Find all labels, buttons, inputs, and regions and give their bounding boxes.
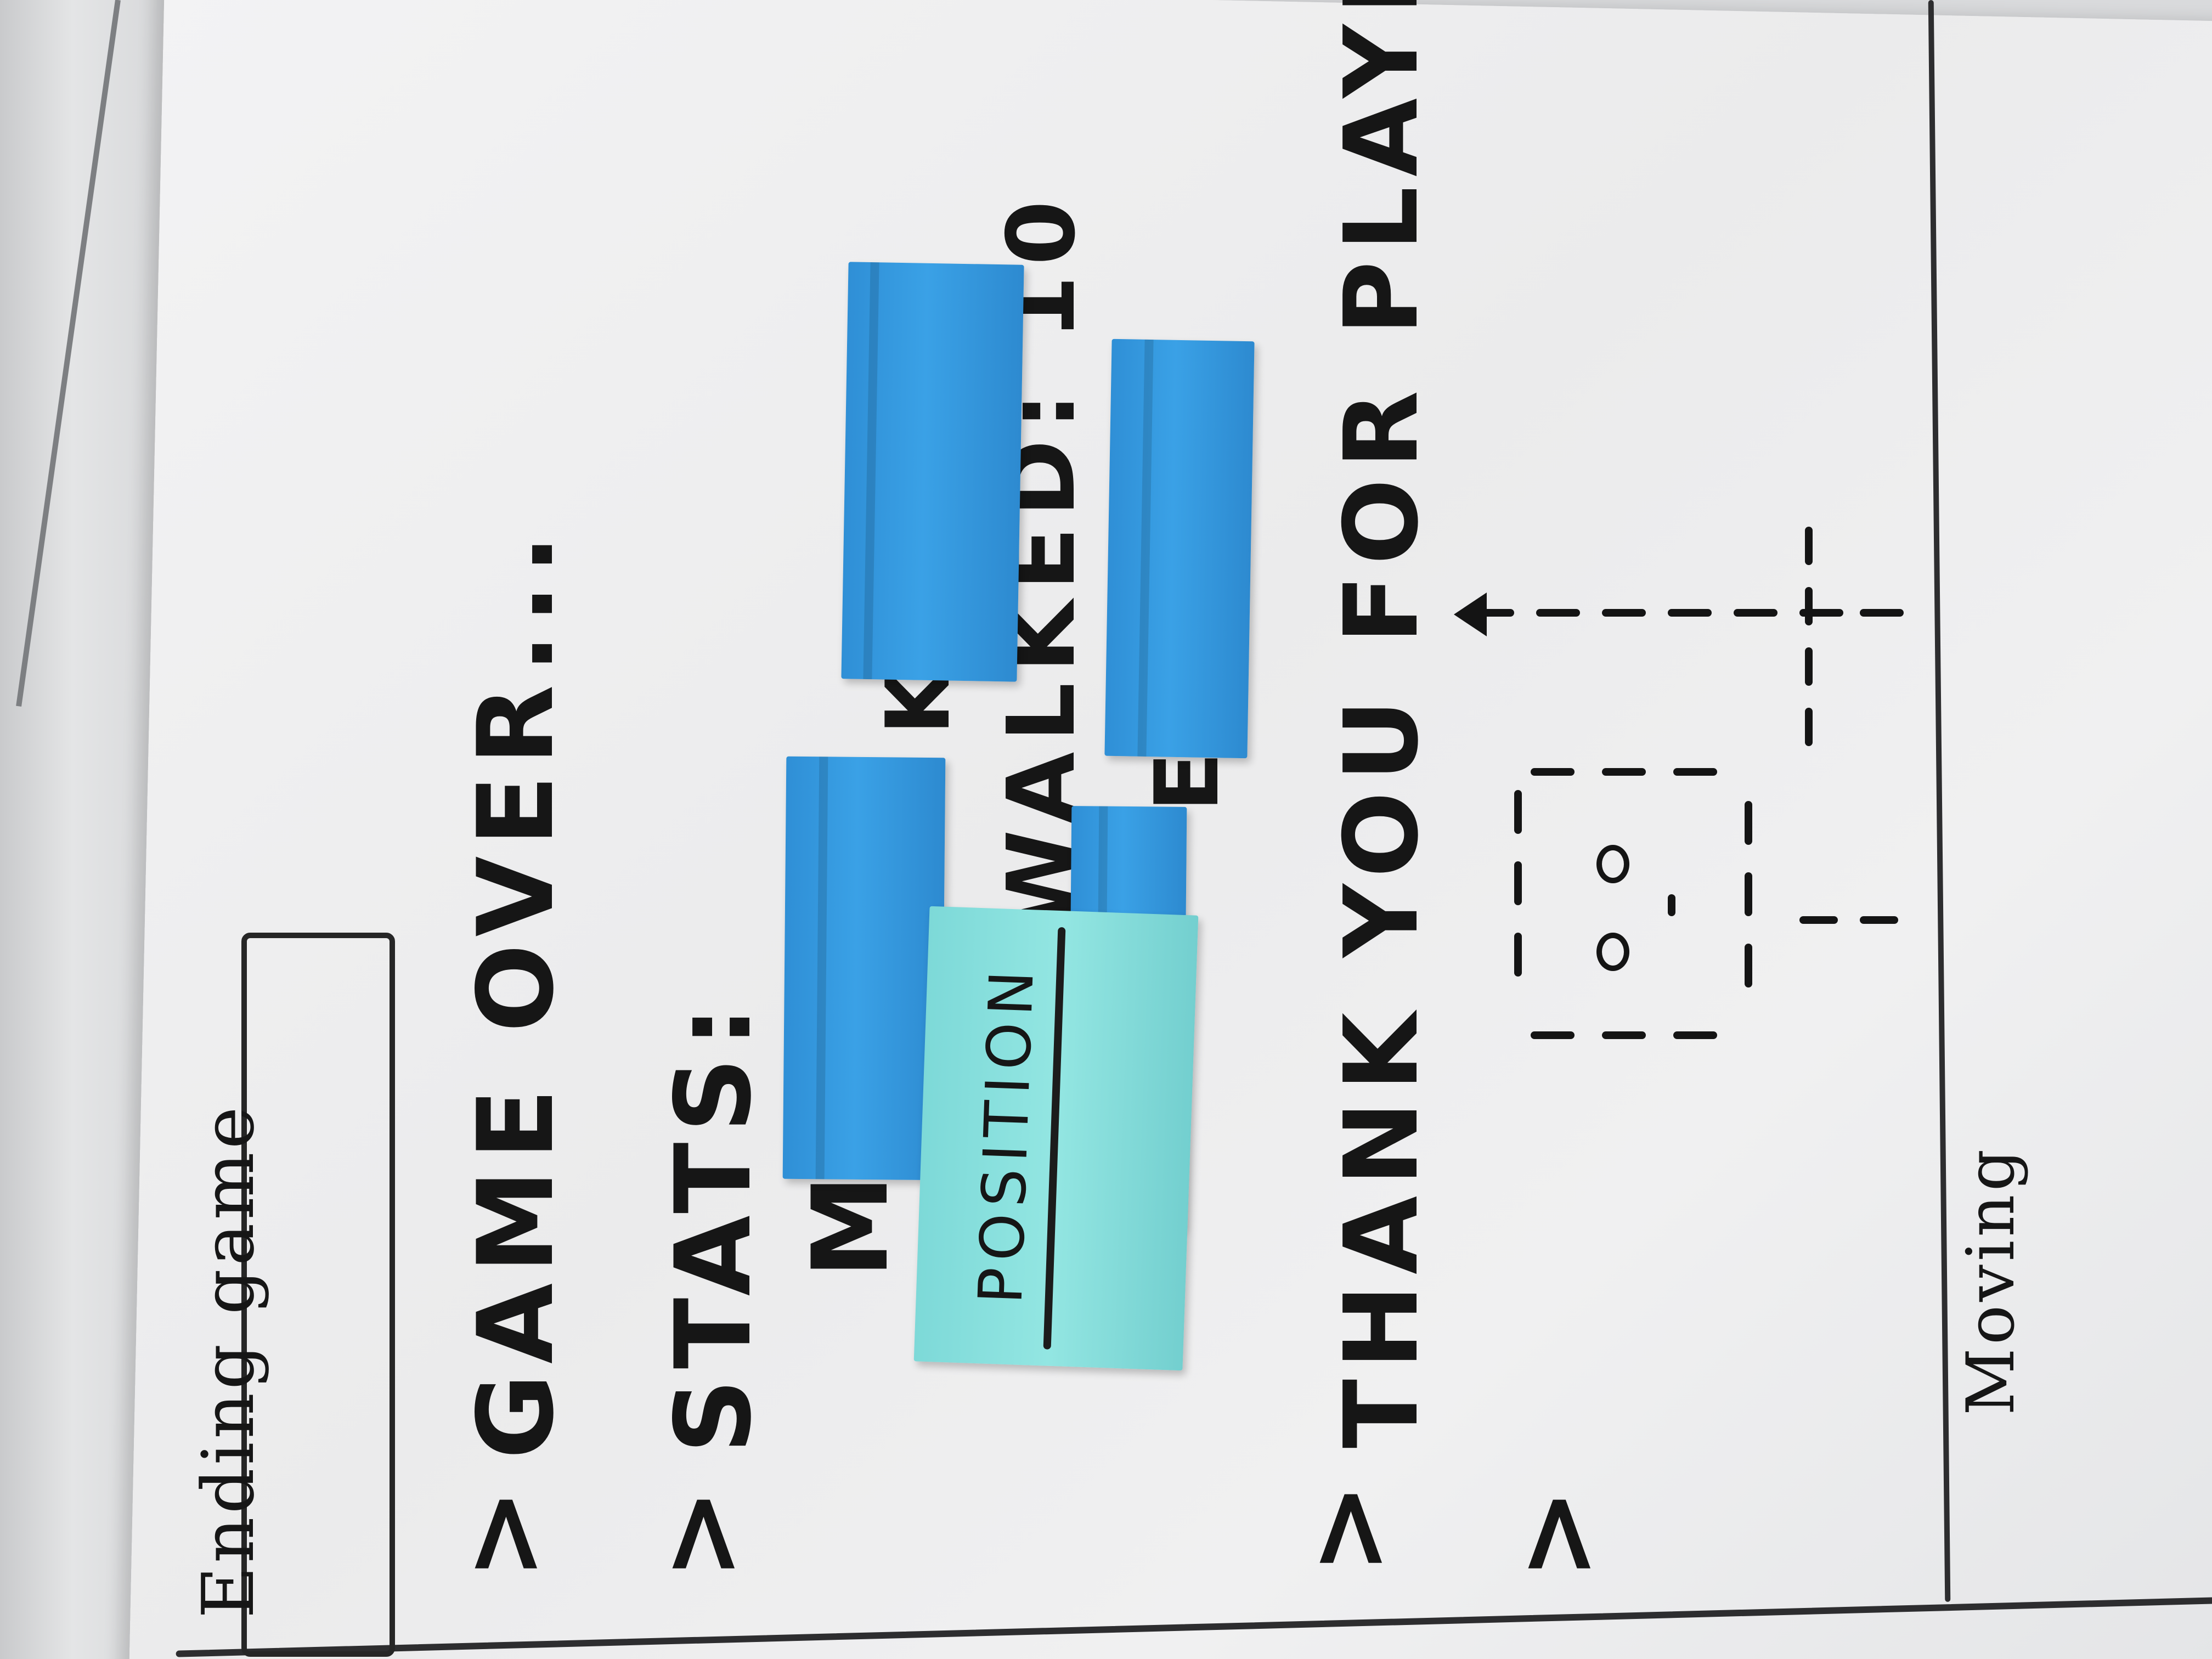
stats-label: STATS:: [653, 996, 774, 1454]
connector-line: [1799, 527, 1821, 790]
note-fold: [815, 757, 828, 1180]
title-box: [241, 933, 395, 1657]
eye-icon: [1596, 933, 1629, 971]
prompt-arrow-3: >: [1284, 1472, 1412, 1575]
note-fold: [1137, 339, 1154, 757]
title-text: Ending game: [187, 1103, 270, 1618]
blue-note-top-right[interactable]: [1104, 338, 1255, 759]
position-note[interactable]: POSITION: [913, 906, 1199, 1371]
prompt-arrow-1: >: [439, 1478, 567, 1580]
connector-line: [1799, 911, 1909, 933]
arrowhead-icon: [1454, 592, 1487, 636]
note-pen-divider: [1043, 927, 1066, 1350]
note-fold: [863, 262, 879, 680]
game-over-text: GAME OVER...: [455, 524, 577, 1459]
movement-arrow: [1481, 598, 1920, 631]
stat-m-letter: M: [790, 1164, 911, 1278]
prompt-arrow-2: >: [636, 1478, 764, 1580]
moving-label: Moving: [1953, 1146, 2029, 1415]
position-note-text: POSITION: [965, 963, 1047, 1305]
prompt-arrow-4: >: [1492, 1478, 1620, 1580]
blue-note-top-left[interactable]: [841, 262, 1024, 682]
thank-you-text: THANK YOU FOR PLAYING!: [1322, 0, 1441, 1448]
blue-note-mid-left[interactable]: [782, 756, 946, 1181]
eye-icon: [1596, 845, 1629, 883]
character-sketch: [1514, 768, 1799, 1053]
